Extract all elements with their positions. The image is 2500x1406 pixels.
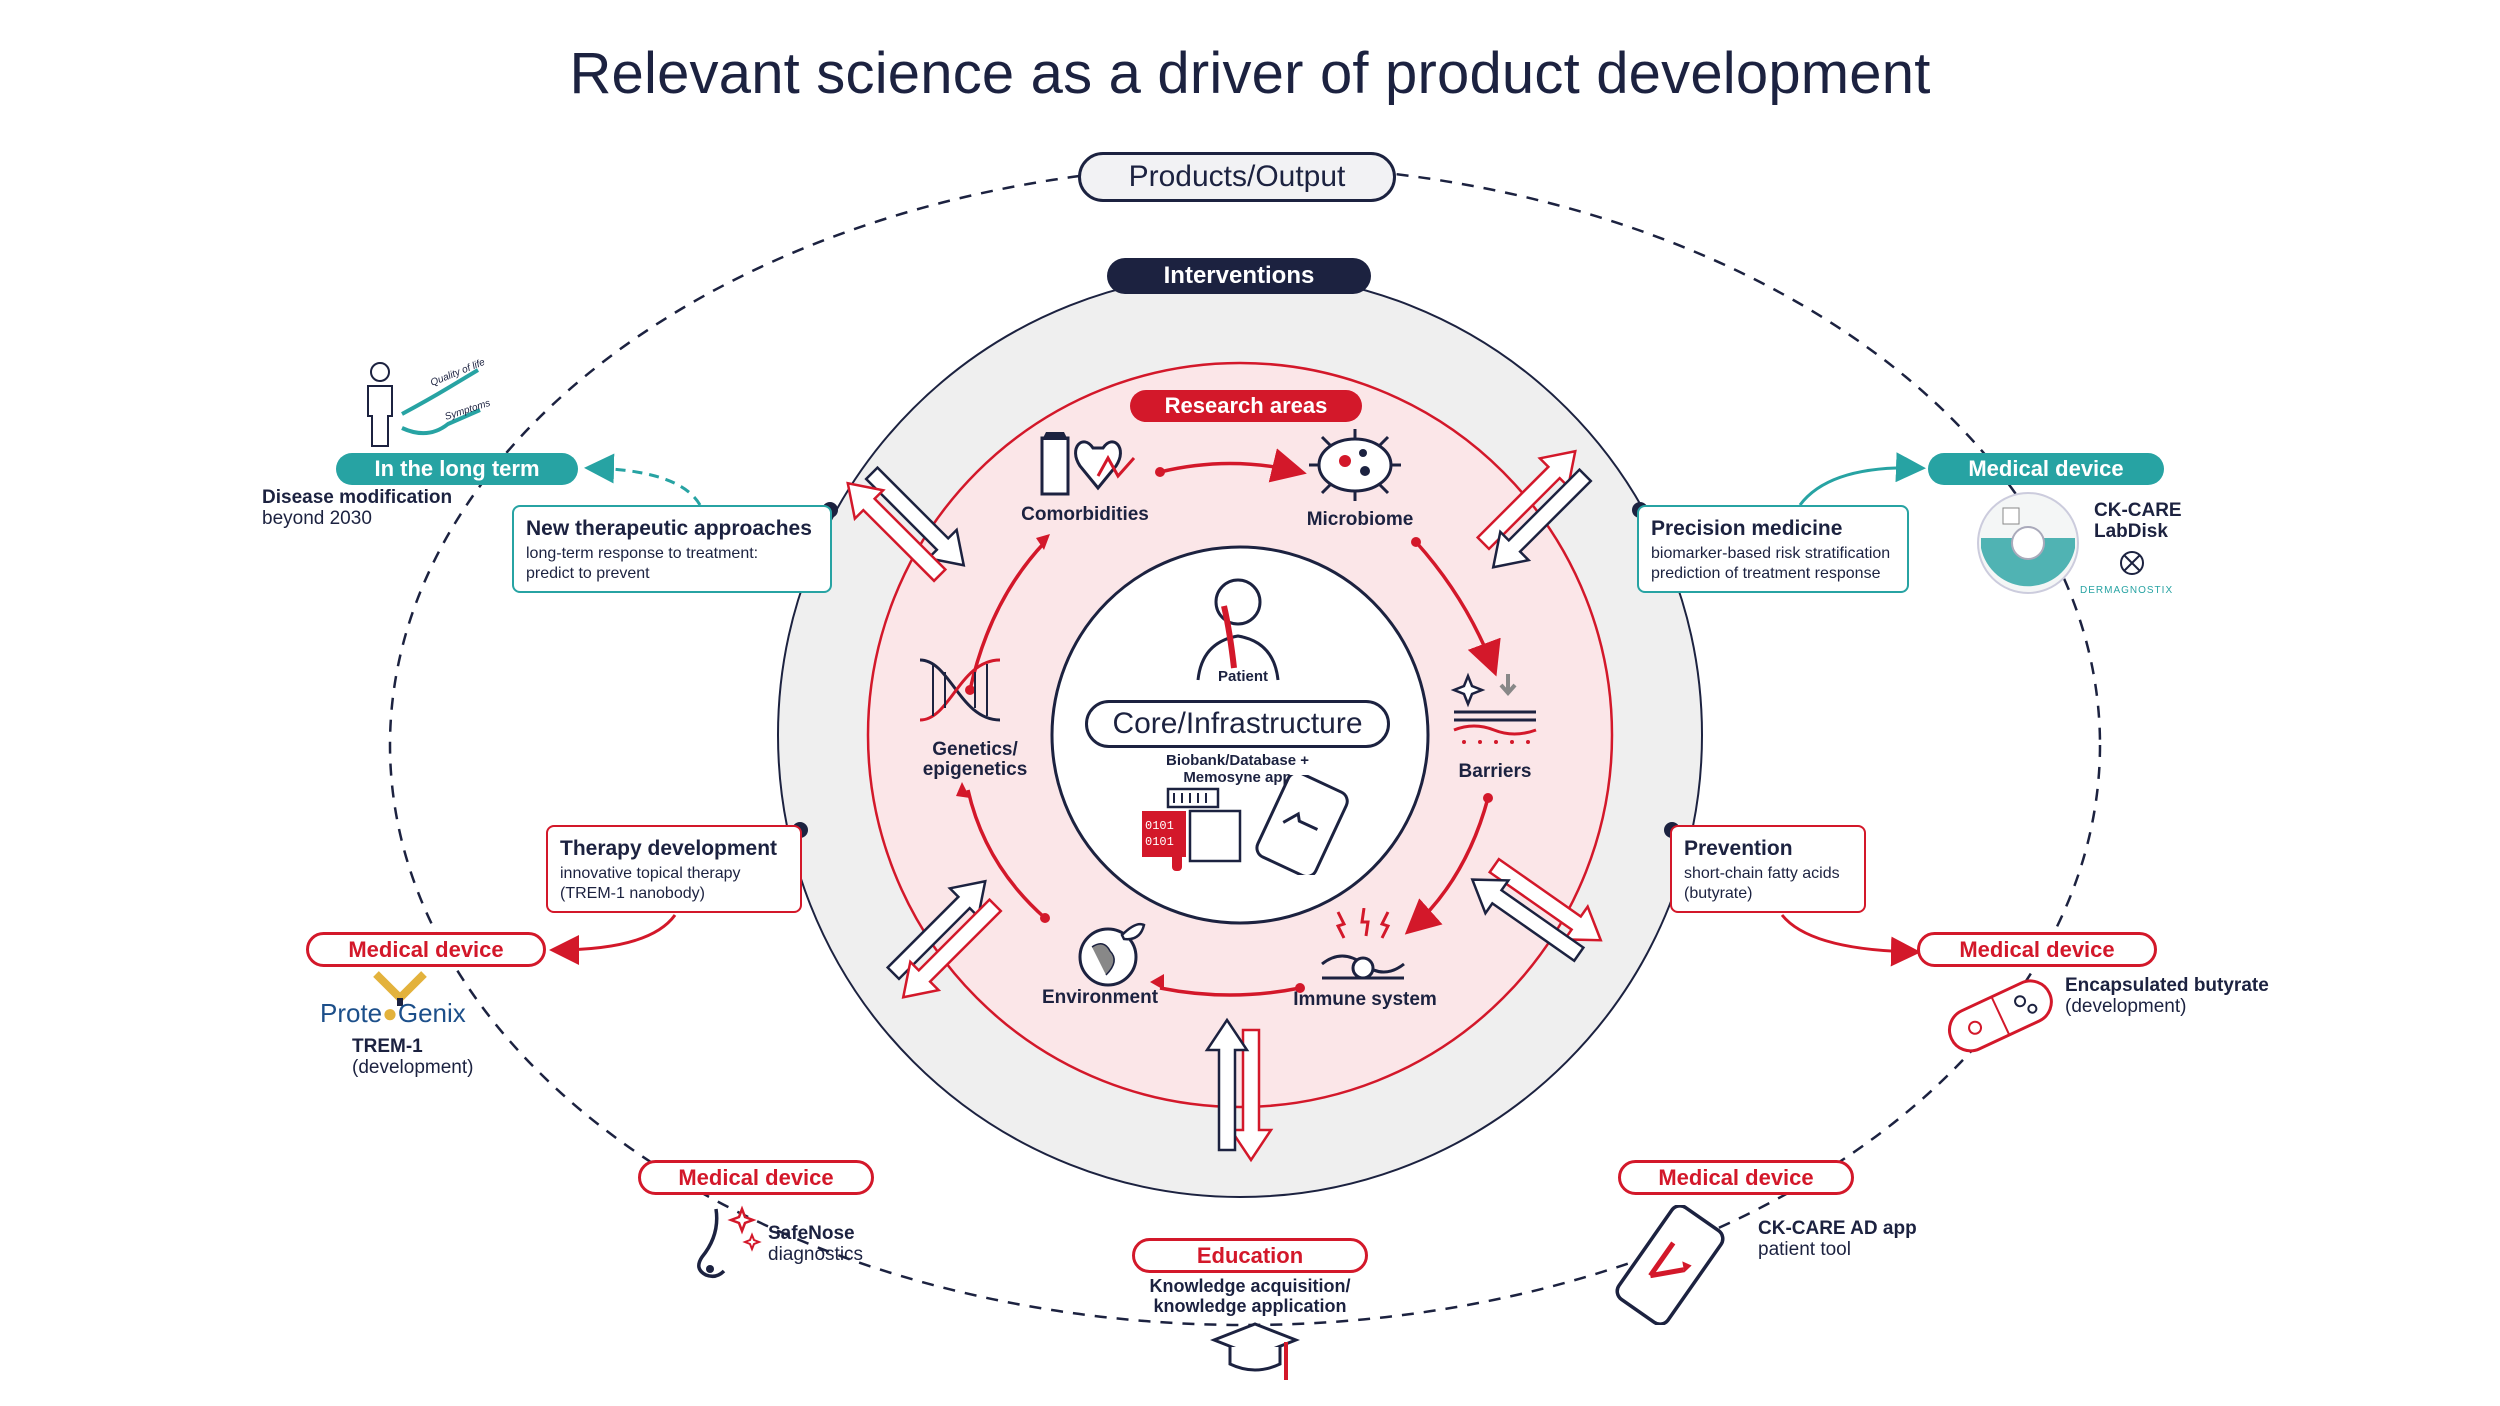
- butyrate-status: (development): [2065, 996, 2187, 1017]
- butyrate-text: Encapsulated butyrate (development): [2065, 975, 2269, 1017]
- capsule-icon: [1948, 979, 2053, 1053]
- precision-medicine-box: Precision medicine biomarker-based risk …: [1637, 505, 1909, 593]
- core-infrastructure-pill: Core/Infrastructure: [1085, 700, 1390, 748]
- therapeutic-approaches-box: New therapeutic approaches long-term res…: [512, 505, 832, 593]
- connector-therapeutic: [584, 453, 702, 506]
- dna-icon: [919, 658, 1001, 722]
- butyrate-device-pill: Medical device: [1917, 932, 2157, 967]
- exchange-arrow-se: [1470, 857, 1603, 963]
- beyond-2030: beyond 2030: [262, 508, 372, 529]
- environment-label: Environment: [1041, 987, 1159, 1008]
- cycle-arrow-4: [1159, 986, 1301, 997]
- patient-label: Patient: [1217, 668, 1268, 685]
- connector-precision: [1798, 452, 1926, 506]
- exchange-arrow-sw: [885, 879, 1003, 999]
- labdisk-pill: Medical device: [1928, 453, 2164, 485]
- prevention-box: Prevention short-chain fatty acids (buty…: [1670, 825, 1866, 913]
- immune-label: Immune system: [1293, 989, 1437, 1010]
- dermagnostix-text: DERMAGNOSTIX: [2080, 585, 2174, 596]
- svg-text:0101: 0101: [1145, 819, 1174, 833]
- trem-label: TREM-1: [352, 1036, 423, 1057]
- exchange-arrow-ne: [1475, 449, 1593, 569]
- immune-icon: [1321, 908, 1405, 980]
- therapeutic-line1: long-term response to treatment:: [526, 545, 759, 562]
- connector-therapy: [549, 914, 677, 965]
- prevention-line2: (butyrate): [1684, 885, 1753, 902]
- app-status: patient tool: [1758, 1239, 1851, 1260]
- server-icon: 0101 0101: [1142, 787, 1242, 871]
- long-term-text: Disease modification beyond 2030: [262, 487, 452, 529]
- globe-icon: [1078, 922, 1146, 987]
- education-text: Knowledge acquisition/ knowledge applica…: [1120, 1276, 1380, 1316]
- education-pill: Education: [1132, 1238, 1368, 1273]
- app-label: CK-CARE AD app: [1758, 1218, 1917, 1239]
- knowledge-application: knowledge application: [1153, 1296, 1347, 1316]
- trem-status: (development): [352, 1057, 474, 1078]
- core-subtitle: Biobank/Database + Memosyne app: [1166, 752, 1309, 786]
- interventions-pill: Interventions: [1107, 258, 1371, 294]
- graduation-cap-icon: [1210, 1322, 1300, 1380]
- safenose-text: SafeNose diagnostics: [768, 1223, 863, 1265]
- long-term-pill: In the long term: [336, 453, 578, 485]
- therapy-title: Therapy development: [560, 837, 778, 860]
- disease-modification: Disease modification: [262, 487, 453, 508]
- genetics-label: Genetics/ epigenetics: [922, 739, 1028, 780]
- phone-app-icon: [1615, 1205, 1725, 1325]
- exchange-arrow-s: [1204, 1017, 1274, 1163]
- symptoms-text: Symptoms: [444, 398, 492, 423]
- therapeutic-line2: predict to prevent: [526, 565, 650, 582]
- trem-device-pill: Medical device: [306, 932, 546, 967]
- labdisk-icon: [1977, 492, 2079, 594]
- protegenix-part1: Prote: [320, 998, 383, 1028]
- therapy-line1: innovative topical therapy: [560, 865, 741, 882]
- prevention-line1: short-chain fatty acids: [1684, 865, 1840, 882]
- protegenix-logo: [373, 971, 427, 1006]
- patient-icon: [1196, 578, 1280, 681]
- cycle-arrow-5: [966, 789, 1047, 920]
- app-device-pill: Medical device: [1618, 1160, 1854, 1195]
- dermagnostix-logo: [2120, 551, 2144, 575]
- page-title: Relevant science as a driver of product …: [569, 41, 1931, 106]
- labdisk-text: CK-CARE LabDisk: [2094, 500, 2182, 542]
- knowledge-acquisition: Knowledge acquisition/: [1149, 1276, 1351, 1296]
- microbiome-icon: [1309, 429, 1401, 501]
- connector-prevention: [1780, 914, 1921, 967]
- butyrate-label: Encapsulated butyrate: [2065, 975, 2269, 996]
- precision-line2: prediction of treatment response: [1651, 565, 1881, 582]
- cycle-arrow-2: [1414, 540, 1501, 677]
- svg-text:0101: 0101: [1145, 835, 1174, 849]
- barriers-icon: [1450, 672, 1537, 744]
- cycle-arrow-1: [1159, 448, 1307, 483]
- therapeutic-title: New therapeutic approaches: [526, 517, 812, 540]
- prevention-title: Prevention: [1684, 837, 1793, 860]
- comorbidities-icon: [1040, 432, 1136, 496]
- ck-care-label: CK-CARE: [2094, 500, 2182, 521]
- therapy-development-box: Therapy development innovative topical t…: [546, 825, 802, 913]
- exchange-arrow-nw: [846, 465, 966, 583]
- precision-title: Precision medicine: [1651, 517, 1843, 540]
- app-text: CK-CARE AD app patient tool: [1758, 1218, 1917, 1260]
- precision-line1: biomarker-based risk stratification: [1651, 545, 1891, 562]
- trem-text: TREM-1 (development): [352, 1036, 473, 1078]
- safenose-status: diagnostics: [768, 1244, 864, 1265]
- research-areas-pill: Research areas: [1130, 390, 1362, 422]
- products-output-pill: Products/Output: [1078, 152, 1396, 202]
- phone-icon: [1255, 775, 1349, 875]
- protegenix-part2: Genix: [397, 998, 466, 1028]
- microbiome-label: Microbiome: [1306, 509, 1414, 530]
- labdisk-label: LabDisk: [2094, 521, 2168, 542]
- cycle-arrow-3: [1404, 797, 1490, 935]
- protegenix-text: Prote●Genix: [320, 998, 466, 1028]
- nose-icon: [697, 1205, 762, 1279]
- safenose-device-pill: Medical device: [638, 1160, 874, 1195]
- person-quality-icon: Quality of life Symptoms: [367, 358, 492, 447]
- barriers-label: Barriers: [1458, 761, 1532, 782]
- comorbidities-label: Comorbidities: [1021, 504, 1149, 525]
- therapy-line2: (TREM-1 nanobody): [560, 885, 705, 902]
- safenose-label: SafeNose: [768, 1223, 855, 1244]
